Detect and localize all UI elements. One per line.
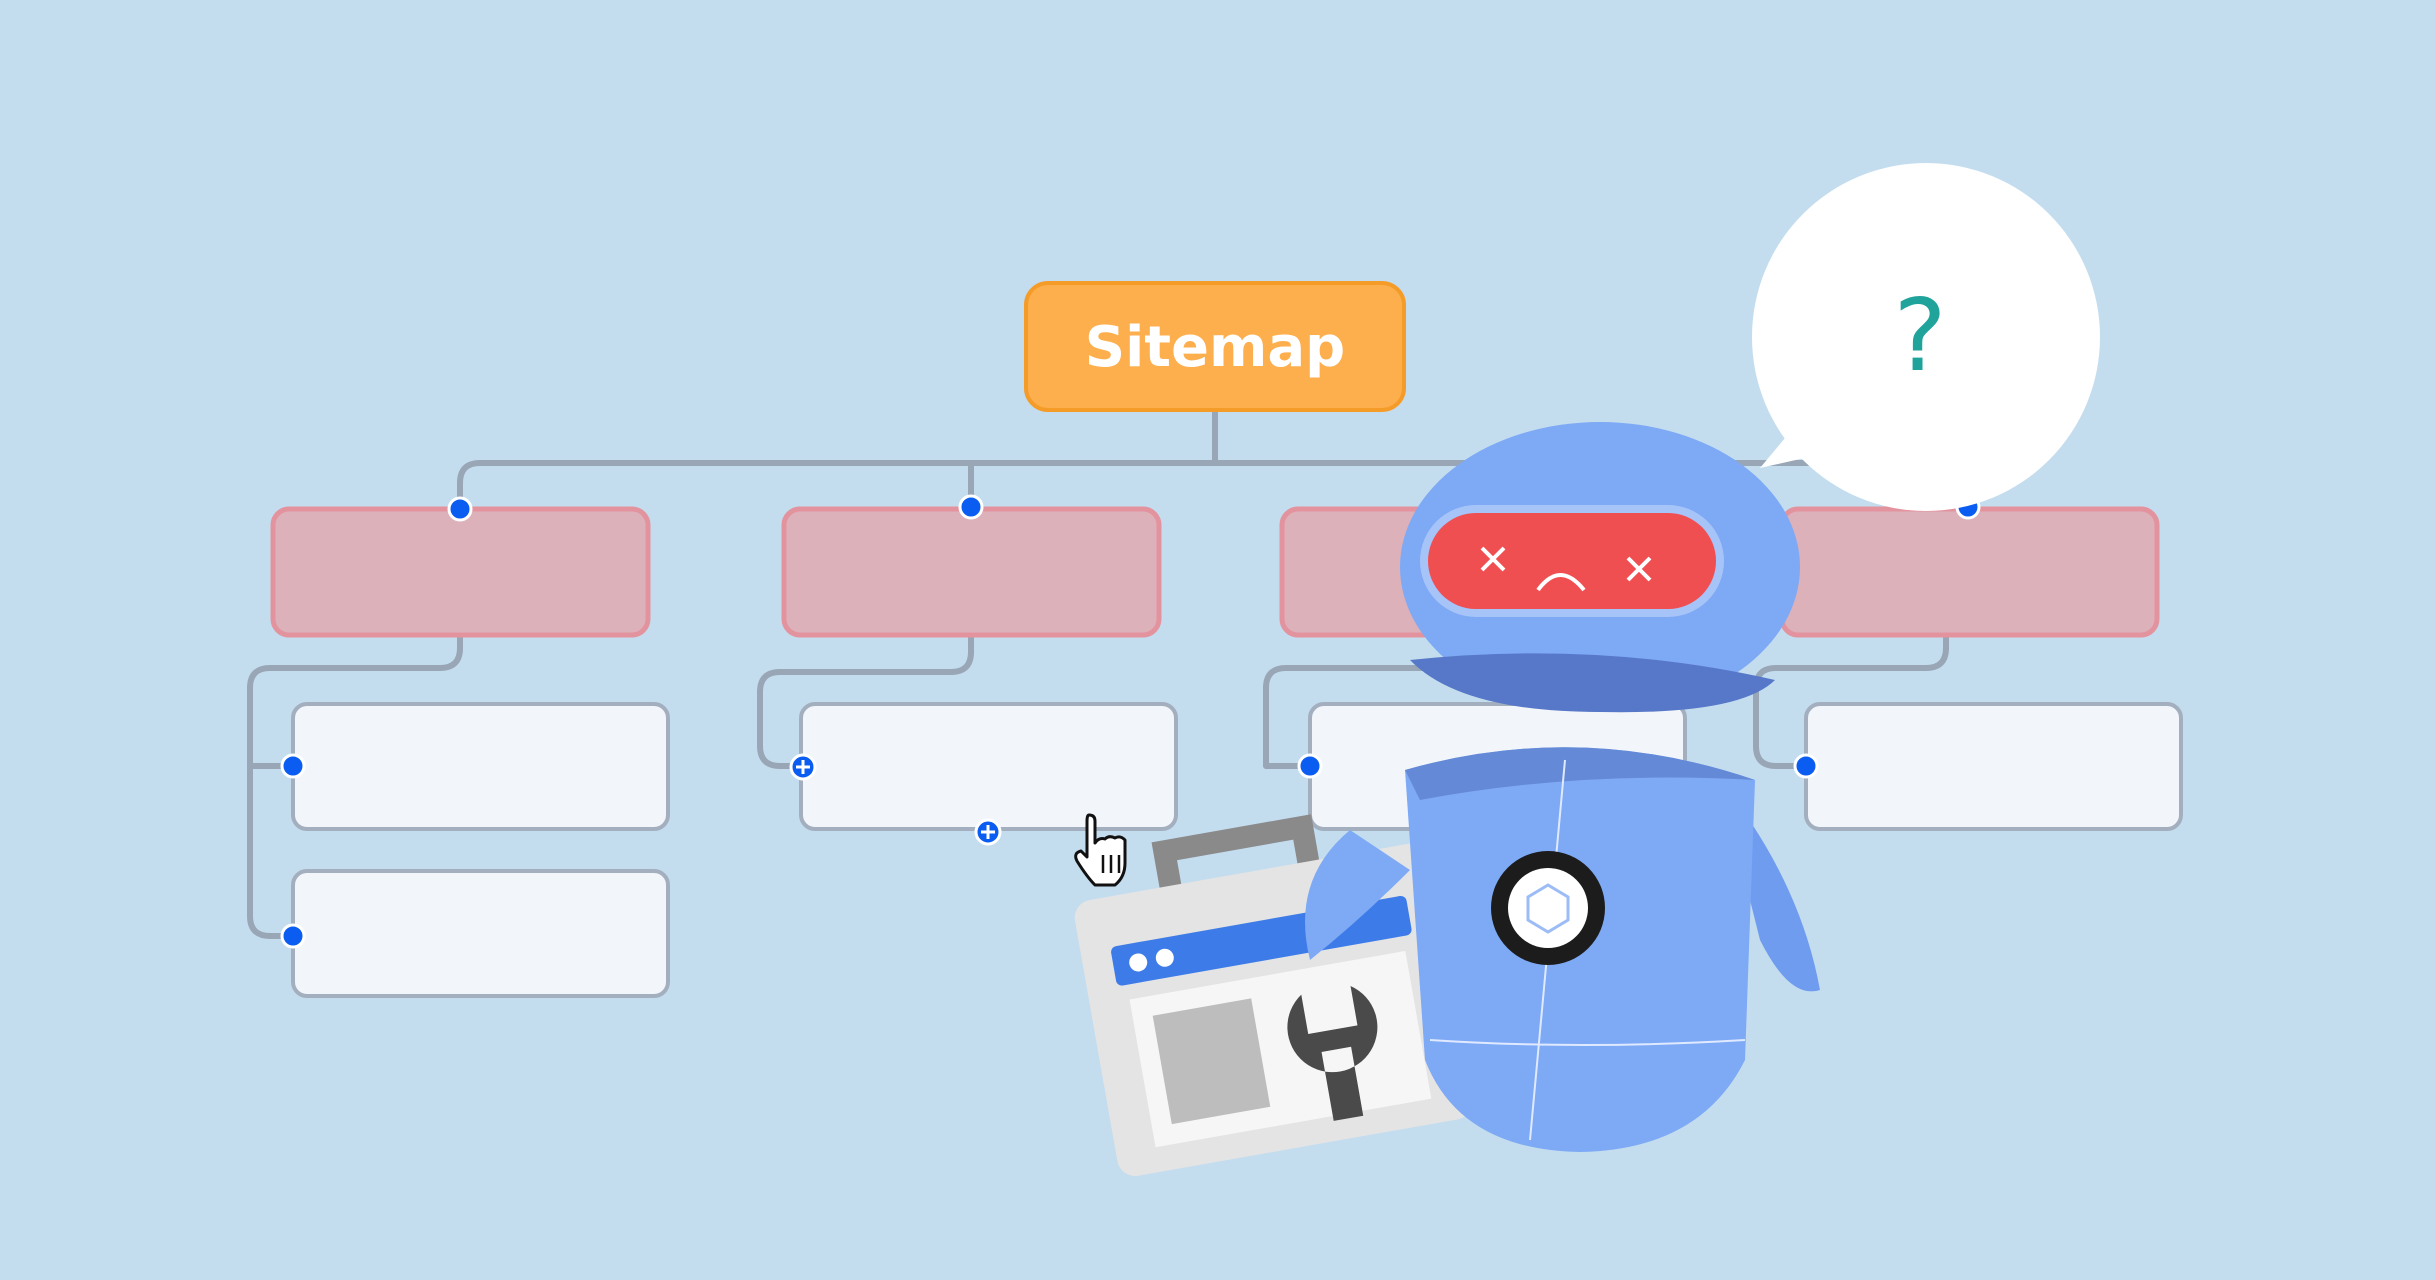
level2-node-1b (291, 869, 670, 998)
speech-bubble: ? (1752, 163, 2100, 511)
level2-node-4a (1804, 702, 2183, 831)
branch-3-connector (1263, 665, 1440, 769)
level1-node-4 (1779, 506, 2160, 638)
node-dot (1297, 753, 1323, 779)
connection-dots (280, 494, 1981, 949)
level2-node-2a (799, 702, 1178, 831)
branch-2-connector (757, 635, 974, 769)
robot-mascot (1305, 422, 1820, 1152)
level1-node-1 (270, 506, 651, 638)
level1-nodes (270, 506, 2160, 638)
node-dot (958, 494, 984, 520)
connectors (247, 410, 1971, 939)
node-dot (447, 496, 473, 522)
root-connector (457, 410, 1971, 509)
level2-node-1a (291, 702, 670, 831)
add-node-icon[interactable] (974, 818, 1002, 846)
hand-cursor-icon (1074, 813, 1127, 887)
root-label: Sitemap (1085, 315, 1346, 380)
question-mark: ? (1893, 277, 1946, 394)
root-node: Sitemap (1024, 281, 1406, 412)
level1-node-2 (781, 506, 1162, 638)
branch-4-connector (1753, 635, 1949, 769)
node-dot (1793, 753, 1819, 779)
add-node-icon[interactable] (789, 753, 817, 781)
node-dot (280, 753, 306, 779)
node-dot (280, 923, 306, 949)
